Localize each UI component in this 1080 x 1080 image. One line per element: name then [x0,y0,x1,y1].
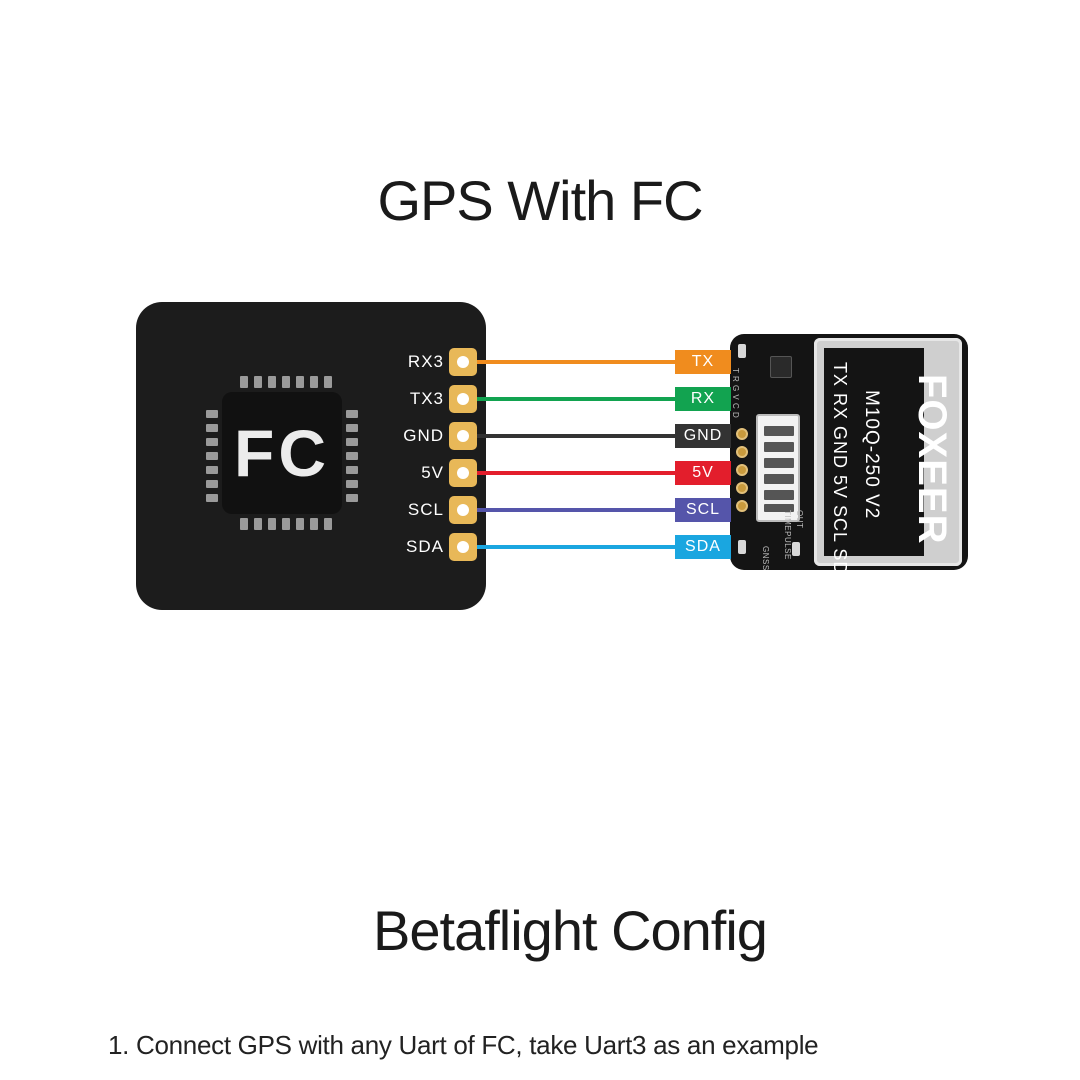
chip-pin [324,518,332,530]
gps-antenna: FOXEER M10Q-250 V2 TX RX GND 5V SCL SDA [814,338,962,588]
gps-pad [736,482,748,494]
chip-pin [296,518,304,530]
chip-pin [268,376,276,388]
chip-pin [206,466,218,474]
chip-pin [206,452,218,460]
chip-pin [296,376,304,388]
chip-pin [346,438,358,446]
chip-pin [240,376,248,388]
chip-pin [206,480,218,488]
fc-chip-label: FC [234,416,330,490]
chip-pin [206,410,218,418]
gps-pin-label-gnd: GND [675,424,731,448]
fc-pad-hole [457,393,469,405]
fc-board: FC RX3 TX3 GND 5V SCL SDA [136,302,486,610]
gps-pad [736,428,748,440]
fc-pin-label-scl: SCL [407,500,444,519]
page-title: GPS With FC [377,169,703,232]
chip-pin [346,494,358,502]
chip-pin [206,494,218,502]
fc-pad-hole [457,541,469,553]
gps-connector [756,414,800,522]
fc-pad-hole [457,430,469,442]
chip-pin [282,518,290,530]
chip-pin [346,424,358,432]
fc-pin-label-rx3: RX3 [407,352,444,371]
fc-chip: FC [222,392,342,514]
chip-pin [310,518,318,530]
smd-part [792,542,800,556]
fc-pin-label-sda: SDA [406,537,444,556]
gps-pad [736,464,748,476]
smd-part [738,344,746,358]
gps-pad [736,500,748,512]
smd-part [738,540,746,554]
chip-pin [310,376,318,388]
section-title: Betaflight Config [373,899,768,962]
fc-pin-label-5v: 5V [421,463,444,482]
chip-pin [206,438,218,446]
fc-pad-hole [457,356,469,368]
chip-pin [268,518,276,530]
instruction-step-1: 1. Connect GPS with any Uart of FC, take… [108,1030,819,1060]
chip-pin [346,466,358,474]
chip-pin [346,452,358,460]
gps-pin-label-sda: SDA [675,535,731,559]
gps-pad [736,446,748,458]
chip-pin [240,518,248,530]
chip-pin [346,410,358,418]
gps-pin-label-5v: 5V [675,461,731,485]
fc-pin-label-gnd: GND [403,426,444,445]
fc-pin-label-tx3: TX3 [409,389,444,408]
chip-pin [324,376,332,388]
gps-pin-label-scl: SCL [675,498,731,522]
chip-pin [254,518,262,530]
chip-pin [254,376,262,388]
gps-module: OUT TIMEPULSE GNSS T R G V C D FOXEER M1… [730,334,968,588]
chip-pin [206,424,218,432]
fc-pad-hole [457,504,469,516]
gps-pin-label-rx: RX [675,387,731,411]
gps-pin-label-tx: TX [675,350,731,374]
antenna-label-area [824,348,924,556]
chip-pin [346,480,358,488]
ic-chip [770,356,792,378]
fc-pad-hole [457,467,469,479]
chip-pin [282,376,290,388]
